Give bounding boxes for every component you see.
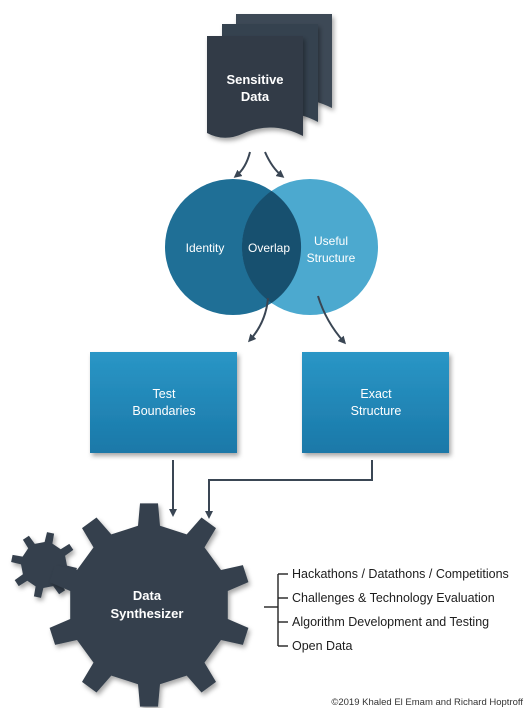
synthesizer-gear-shape xyxy=(49,503,249,707)
document-to-venn-arrows xyxy=(233,151,285,178)
outcome-hackathons: Hackathons / Datathons / Competitions xyxy=(292,567,509,581)
synthesizer-label-line1: Data xyxy=(133,588,162,603)
sensitive-data-label-line2: Data xyxy=(241,89,270,104)
overlap-region xyxy=(241,190,302,304)
sensitive-data-label-line1: Sensitive xyxy=(226,72,283,87)
boxes-to-synthesizer-arrows xyxy=(169,460,373,519)
test-boundaries-label-line2: Boundaries xyxy=(132,404,195,418)
exact-structure-label-line1: Exact xyxy=(360,387,392,401)
data-synthesizer-gear-icon xyxy=(49,503,249,707)
identity-label: Identity xyxy=(186,241,225,255)
small-gear-shape xyxy=(11,532,77,598)
useful-structure-label-line1: Useful xyxy=(314,234,348,248)
arrow-to-exact-structure xyxy=(317,295,347,345)
arrow-to-test-boundaries xyxy=(248,297,269,343)
outcome-open-data: Open Data xyxy=(292,639,353,653)
small-gear-icon xyxy=(11,532,77,598)
test-boundaries-label-line1: Test xyxy=(153,387,176,401)
copyright-credit: ©2019 Khaled El Emam and Richard Hoptrof… xyxy=(331,697,523,708)
venn-to-boxes-arrows xyxy=(248,295,347,345)
test-boundaries-box: Test Boundaries xyxy=(90,352,237,453)
venn-diagram: Identity Overlap Useful Structure xyxy=(165,179,378,315)
overlap-label: Overlap xyxy=(248,241,290,255)
useful-structure-label-line2: Structure xyxy=(307,251,356,265)
exact-structure-label-line2: Structure xyxy=(351,404,402,418)
synthesizer-label-line2: Synthesizer xyxy=(111,606,184,621)
outcome-challenges: Challenges & Technology Evaluation xyxy=(292,591,495,605)
exact-structure-box: Exact Structure xyxy=(302,352,449,453)
outcomes-bracket xyxy=(264,573,288,647)
arrow-exact-to-synth xyxy=(205,460,373,519)
sensitive-data-document-stack: Sensitive Data xyxy=(207,14,332,138)
arrow-to-identity xyxy=(233,151,251,178)
arrow-to-useful-structure xyxy=(264,151,285,178)
document-front xyxy=(207,36,303,138)
outcome-algorithm-development: Algorithm Development and Testing xyxy=(292,615,490,629)
